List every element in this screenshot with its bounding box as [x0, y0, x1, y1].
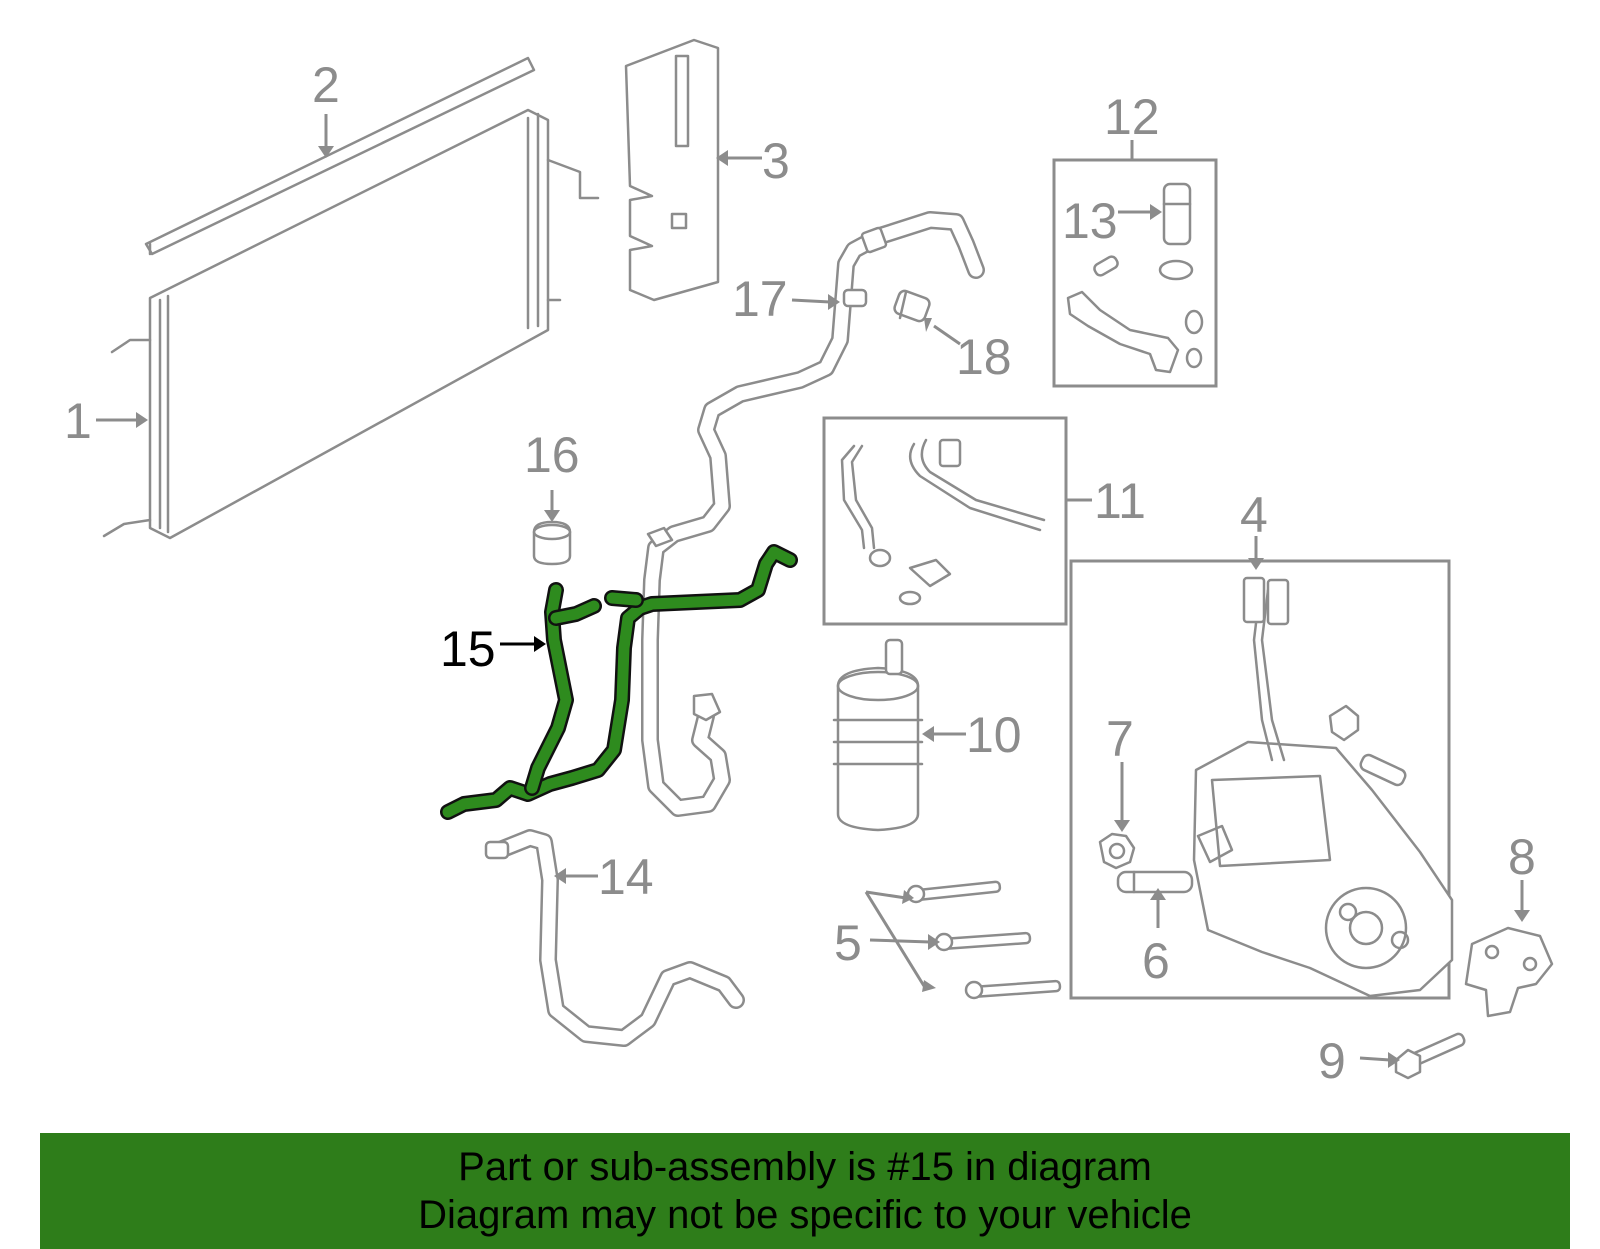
part-12-kit-box[interactable]: [1052, 158, 1218, 388]
callout-13: 13: [1062, 193, 1118, 249]
part-16-cap[interactable]: [532, 520, 572, 566]
part-10-receiver-dryer[interactable]: [832, 638, 924, 832]
part-3-side-seal[interactable]: [624, 38, 720, 302]
part-7-nut[interactable]: [1098, 832, 1136, 870]
part-11-hoses: [840, 438, 1046, 606]
callout-6: 6: [1142, 933, 1170, 989]
callout-4: 4: [1240, 487, 1268, 543]
part-17-hose[interactable]: [641, 211, 985, 817]
part-14-hose[interactable]: [484, 829, 745, 1047]
part-2-upper-seal[interactable]: [144, 56, 536, 256]
callout-18: 18: [956, 329, 1012, 385]
part-4-compressor[interactable]: [1192, 576, 1454, 998]
banner-line-2: Diagram may not be specific to your vehi…: [418, 1193, 1192, 1237]
part-18-fitting[interactable]: [893, 289, 931, 323]
part-9-bolt[interactable]: [1394, 1032, 1466, 1080]
callout-5: 5: [834, 915, 862, 971]
part-15-hose-assembly[interactable]: [440, 544, 798, 820]
banner-line-1: Part or sub-assembly is #15 in diagram: [458, 1145, 1152, 1189]
callout-11: 11: [1094, 473, 1146, 529]
part-13-pressure-switch[interactable]: [1162, 182, 1192, 246]
part-12-kit-parts: [1066, 255, 1204, 374]
leader-lines: [96, 114, 1530, 1068]
callout-7: 7: [1106, 711, 1134, 767]
callout-14: 14: [598, 849, 654, 905]
part-8-bracket[interactable]: [1464, 926, 1554, 1018]
callout-1: 1: [64, 393, 92, 449]
part-1-condenser[interactable]: [102, 108, 600, 540]
callout-15: 15: [440, 621, 496, 677]
callout-17: 17: [732, 271, 788, 327]
callout-16: 16: [524, 427, 580, 483]
callout-labels: 1 2 3 4 5 6 7 8 9 10 11 12 13 14 16 17 1…: [64, 57, 1536, 1089]
callout-8: 8: [1508, 829, 1536, 885]
part-6-bolt[interactable]: [1116, 870, 1194, 894]
info-banner: Part or sub-assembly is #15 in diagram D…: [40, 1133, 1570, 1249]
callout-12: 12: [1104, 89, 1160, 145]
callout-9: 9: [1318, 1033, 1346, 1089]
callout-2: 2: [312, 57, 340, 113]
part-11-kit-box[interactable]: [822, 416, 1068, 626]
callout-3: 3: [762, 133, 790, 189]
callout-10: 10: [966, 707, 1022, 763]
